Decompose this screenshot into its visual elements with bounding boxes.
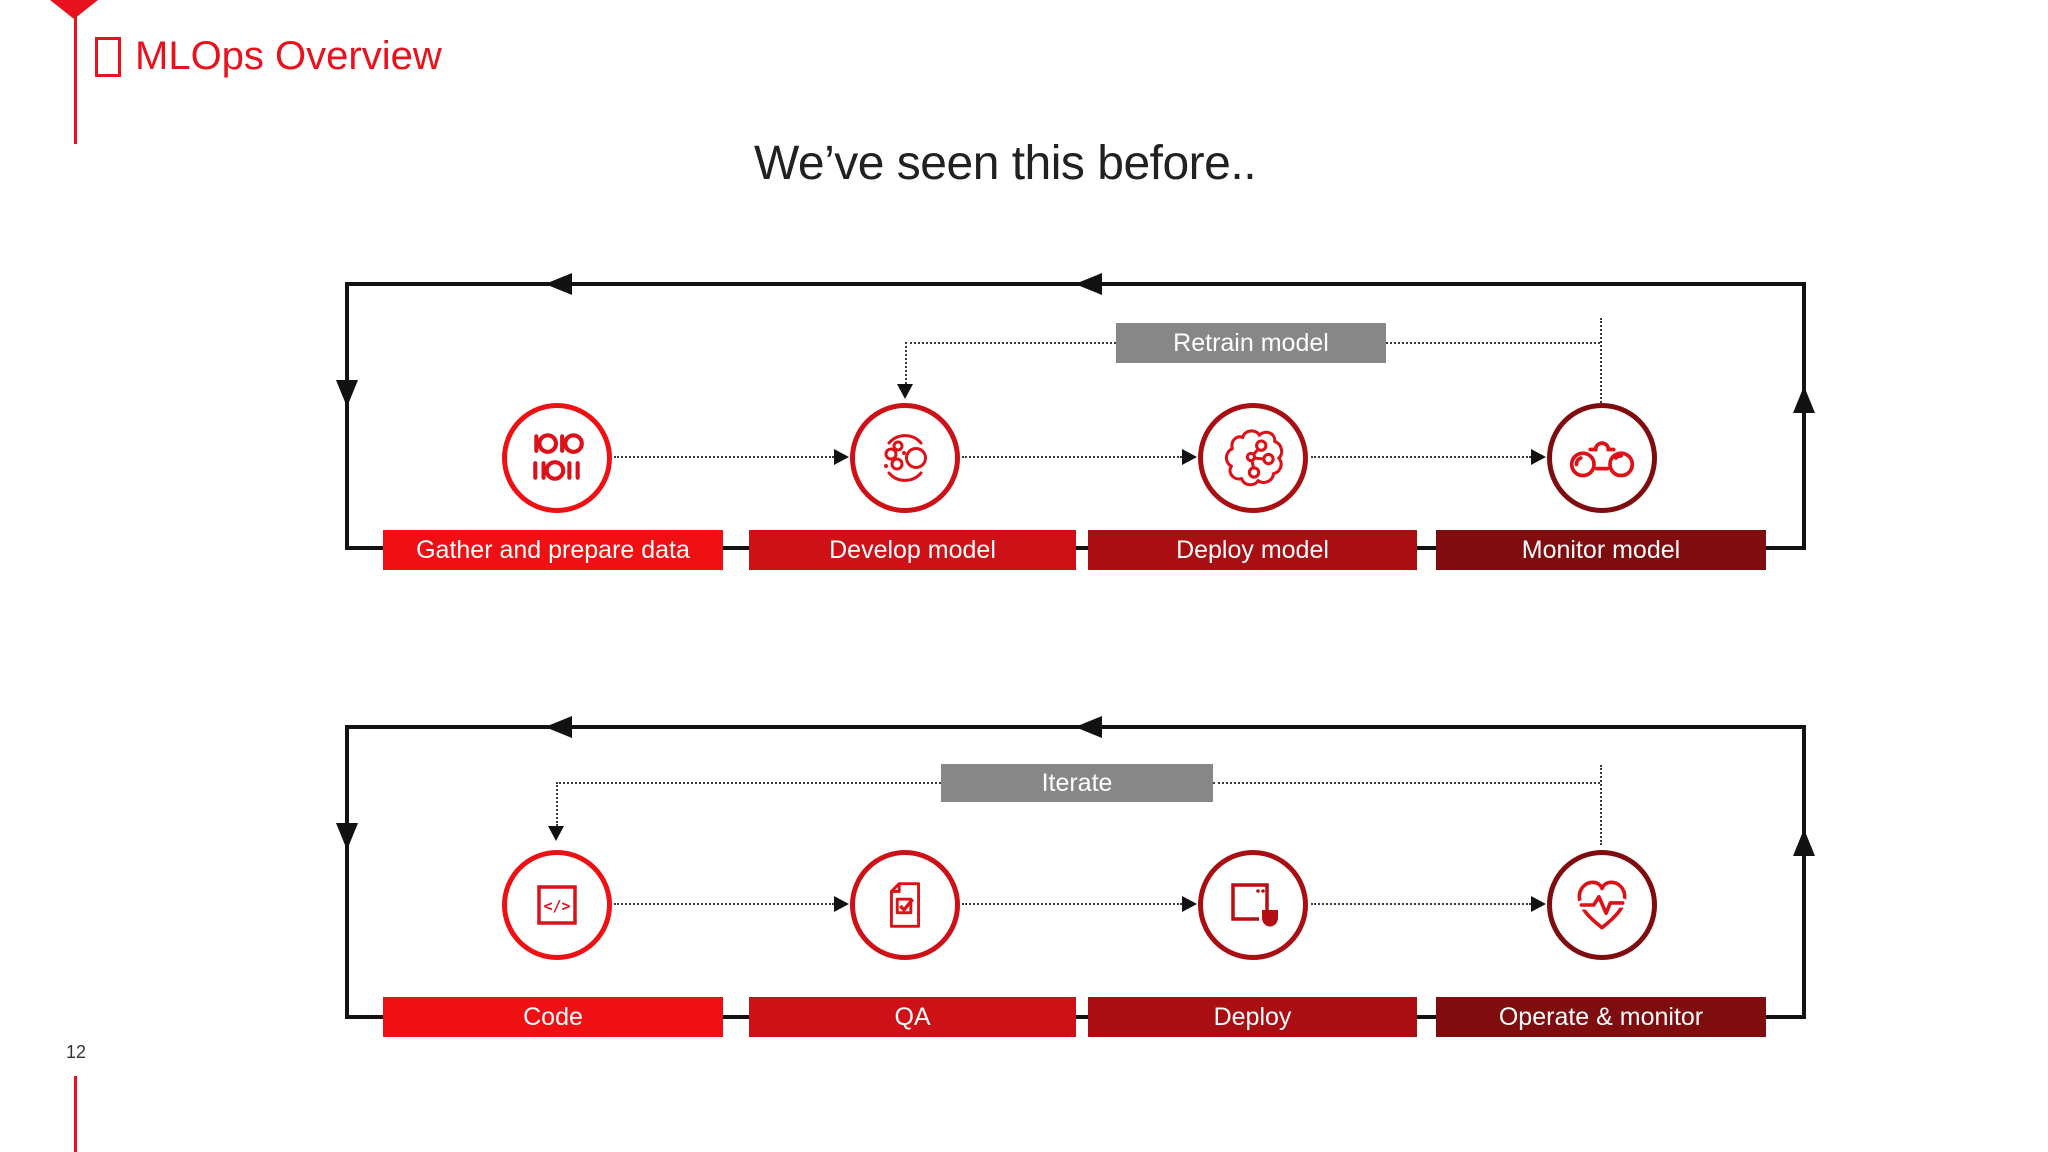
page-number: 12 (66, 1042, 87, 1062)
feedback-dotted-line (905, 342, 907, 384)
stage-bar-operate-monitor: Operate & monitor (1436, 997, 1766, 1037)
feedback-dotted-line (556, 782, 941, 784)
connector-arrow-right-icon (834, 896, 849, 912)
stage-circle-code: </> (502, 850, 612, 960)
connector-arrow-right-icon (1182, 896, 1197, 912)
feedback-arrow-down-icon (548, 826, 564, 841)
feedback-dotted-line (1600, 765, 1602, 845)
svg-text:</>: </> (543, 897, 570, 915)
stage-circle-qa (850, 850, 960, 960)
binary-data-icon (526, 432, 588, 484)
loop-arrow-left-icon (545, 716, 572, 738)
loop-arrow-down-icon (336, 823, 358, 850)
stage-dotted-connector (1311, 903, 1531, 905)
loop-right-line (1802, 725, 1806, 1017)
feedback-dotted-line (556, 782, 558, 826)
retrain-model-box: Retrain model (1116, 323, 1386, 363)
connector-arrow-right-icon (1182, 449, 1197, 465)
feedback-dotted-line (1600, 318, 1602, 403)
qa-checklist-icon (874, 874, 936, 936)
stage-bar-deploy: Deploy (1088, 997, 1417, 1037)
feedback-dotted-line (905, 342, 1116, 344)
stage-dotted-connector (614, 456, 834, 458)
connector-arrow-right-icon (834, 449, 849, 465)
stage-circle-monitor-model (1547, 403, 1657, 513)
loop-arrow-up-icon (1793, 386, 1815, 413)
stage-bar-develop-model: Develop model (749, 530, 1076, 570)
stage-bar-code: Code (383, 997, 723, 1037)
heartbeat-icon (1569, 872, 1635, 938)
stage-dotted-connector (614, 903, 834, 905)
brain-network-icon (1220, 425, 1286, 491)
stage-dotted-connector (1311, 456, 1531, 458)
header-title: MLOps Overview (135, 34, 442, 78)
footer-accent-line (74, 1076, 77, 1152)
loop-arrow-left-icon (1075, 716, 1102, 738)
missing-glyph-icon (95, 36, 121, 77)
loop-left-line (345, 725, 349, 1017)
stage-circle-deploy-model (1198, 403, 1308, 513)
iterate-box: Iterate (941, 764, 1213, 802)
devops-pipeline: Iterate </> (336, 716, 1815, 1045)
stage-circle-operate-monitor (1547, 850, 1657, 960)
slide-title: We’ve seen this before.. (753, 137, 1257, 190)
connector-arrow-right-icon (1531, 896, 1546, 912)
feedback-dotted-line (1213, 782, 1600, 784)
loop-right-line (1802, 282, 1806, 550)
stage-bar-deploy-model: Deploy model (1088, 530, 1417, 570)
loop-arrow-left-icon (545, 273, 572, 295)
loop-arrow-down-icon (336, 380, 358, 407)
loop-left-line (345, 282, 349, 550)
stage-circle-develop-model (850, 403, 960, 513)
ml-pipeline: Retrain model (336, 273, 1815, 602)
stage-circle-deploy (1198, 850, 1308, 960)
connector-arrow-right-icon (1531, 449, 1546, 465)
ml-experiment-icon (873, 426, 937, 490)
code-icon: </> (525, 873, 589, 937)
loop-arrow-up-icon (1793, 829, 1815, 856)
loop-arrow-left-icon (1075, 273, 1102, 295)
stage-bar-qa: QA (749, 997, 1076, 1037)
feedback-arrow-down-icon (897, 384, 913, 399)
binoculars-icon (1568, 436, 1636, 480)
stage-bar-gather-data: Gather and prepare data (383, 530, 723, 570)
feedback-dotted-line (1386, 342, 1600, 344)
stage-circle-gather-data (502, 403, 612, 513)
stage-dotted-connector (962, 456, 1182, 458)
slide-header: MLOps Overview (95, 34, 442, 79)
stage-dotted-connector (962, 903, 1182, 905)
stage-bar-monitor-model: Monitor model (1436, 530, 1766, 570)
header-accent-line (74, 6, 77, 144)
deploy-shield-icon (1221, 873, 1285, 937)
